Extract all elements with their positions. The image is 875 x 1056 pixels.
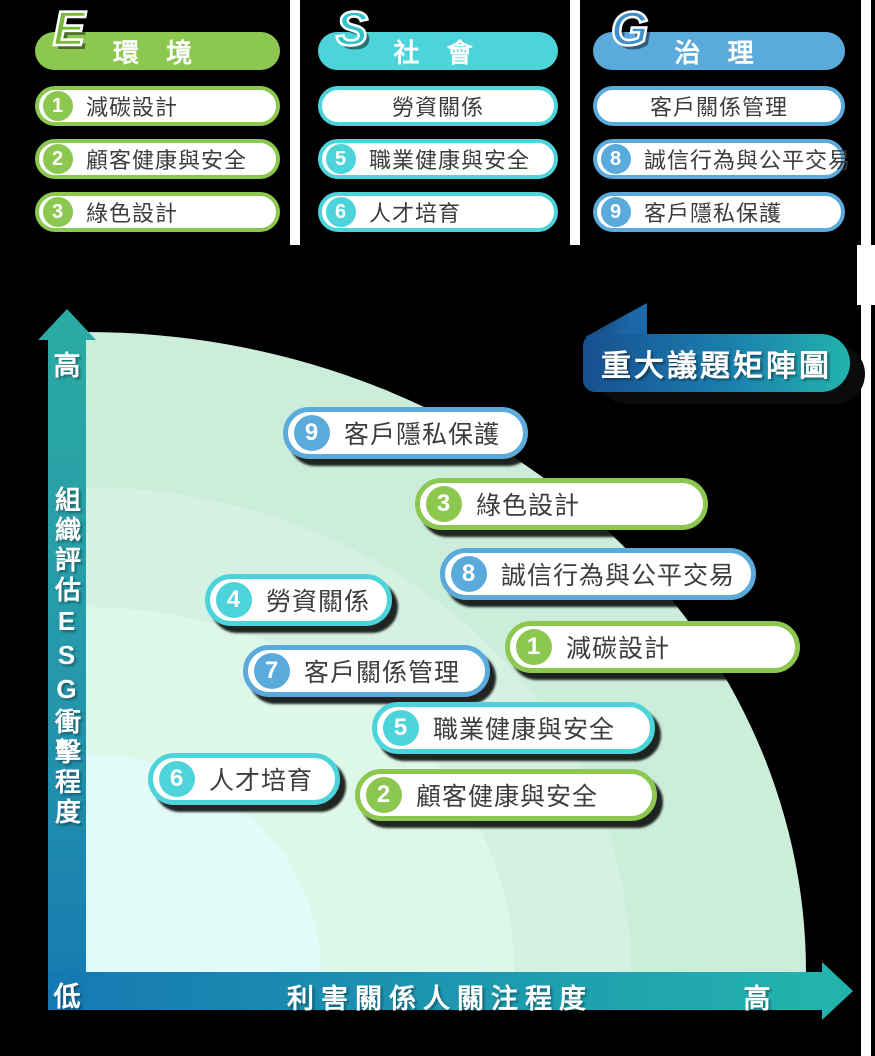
point-label: 減碳設計 <box>566 635 671 663</box>
point-number-badge: 2 <box>366 777 402 813</box>
matrix-point-9-customer-privacy: 9 客戶隱私保護 <box>283 407 528 459</box>
legend-item-label: 職業健康與安全 <box>369 148 531 173</box>
point-label: 人才培育 <box>209 767 314 795</box>
point-number-badge: 1 <box>516 629 552 665</box>
matrix-point-3-green-design: 3 綠色設計 <box>415 478 708 530</box>
matrix-title: 重大議題矩陣圖 <box>583 334 850 392</box>
legend-item-label: 顧客健康與安全 <box>86 148 248 173</box>
matrix-point-8-integrity-fair-trade: 8 誠信行為與公平交易 <box>440 548 756 600</box>
legend-header-social: 社 會 <box>318 32 558 70</box>
point-number-badge: 3 <box>426 486 462 522</box>
legend-header-social-title: 社 會 <box>393 37 483 68</box>
point-label: 誠信行為與公平交易 <box>501 562 736 590</box>
legend-item-customer-relationship: 客戶關係管理 <box>593 86 845 126</box>
legend-header-governance: 治 理 <box>593 32 845 70</box>
legend-item-2: 2 顧客健康與安全 <box>35 139 280 179</box>
legend-item-6: 6 人才培育 <box>318 192 558 232</box>
item-number-badge: 3 <box>43 197 73 227</box>
point-number-badge: 9 <box>294 415 330 451</box>
separator-strip <box>290 0 300 245</box>
point-number-badge: 6 <box>159 761 195 797</box>
legend-item-label: 綠色設計 <box>86 201 179 226</box>
x-axis-bar <box>48 972 822 1010</box>
item-number-badge: 8 <box>601 144 631 174</box>
y-axis-arrow-icon <box>38 309 96 340</box>
item-number-badge: 5 <box>326 144 356 174</box>
point-label: 顧客健康與安全 <box>416 783 599 811</box>
legend-item-8: 8 誠信行為與公平交易 <box>593 139 850 179</box>
y-axis-high-label: 高 <box>53 351 81 381</box>
point-number-badge: 8 <box>451 556 487 592</box>
matrix-point-1-carbon-reduction-design: 1 減碳設計 <box>505 621 800 673</box>
legend-header-environment: 環 境 <box>35 32 280 70</box>
x-axis-high-label: 高 <box>743 984 771 1014</box>
point-label: 綠色設計 <box>476 492 581 520</box>
item-number-badge: 9 <box>601 197 631 227</box>
point-number-badge: 4 <box>216 582 252 618</box>
matrix-point-7-customer-relationship: 7 客戶關係管理 <box>243 645 490 697</box>
legend-item-label: 減碳設計 <box>86 95 179 120</box>
point-label: 客戶關係管理 <box>304 659 461 687</box>
matrix-point-2-customer-health-safety: 2 顧客健康與安全 <box>355 769 657 821</box>
legend-header-environment-title: 環 境 <box>112 37 203 68</box>
point-number-badge: 5 <box>383 710 419 746</box>
legend-item-label: 勞資關係 <box>391 95 484 120</box>
separator-strip <box>861 0 871 1056</box>
legend-item-label: 客戶關係管理 <box>649 95 788 120</box>
point-label: 職業健康與安全 <box>433 716 616 744</box>
point-label: 客戶隱私保護 <box>344 421 501 449</box>
axis-low-label: 低 <box>53 982 81 1012</box>
legend-item-5: 5 職業健康與安全 <box>318 139 558 179</box>
item-number-badge: 6 <box>326 197 356 227</box>
legend-item-9: 9 客戶隱私保護 <box>593 192 845 232</box>
y-axis-title: 組織評估ESG衝擊程度 <box>51 486 82 828</box>
legend-item-3: 3 綠色設計 <box>35 192 280 232</box>
legend-item-label: 人才培育 <box>369 201 462 226</box>
letter-e-icon: E <box>52 3 87 56</box>
legend-item-labor-relations: 勞資關係 <box>318 86 558 126</box>
x-axis-title: 利害關係人關注程度 <box>287 984 593 1014</box>
letter-g-icon: G <box>610 3 650 56</box>
separator-strip <box>570 0 580 245</box>
legend-item-1: 1 減碳設計 <box>35 86 280 126</box>
matrix-title-text: 重大議題矩陣圖 <box>601 350 832 383</box>
legend-column-environment: E 環 境 1 減碳設計 2 顧客健康與安全 3 綠色設計 <box>35 3 280 240</box>
item-number-badge: 2 <box>43 144 73 174</box>
legend-item-label: 誠信行為與公平交易 <box>644 148 852 173</box>
y-axis-bar <box>48 338 86 1010</box>
matrix-point-6-talent-development: 6 人才培育 <box>148 753 340 805</box>
separator-strip <box>857 245 875 305</box>
legend-column-social: S 社 會 勞資關係 5 職業健康與安全 6 人才培育 <box>318 3 558 240</box>
matrix-point-5-occupational-health-safety: 5 職業健康與安全 <box>372 702 655 754</box>
x-axis-arrow-icon <box>822 962 853 1020</box>
legend-header-governance-title: 治 理 <box>674 37 764 68</box>
point-label: 勞資關係 <box>266 588 371 616</box>
letter-s-icon: S <box>335 3 370 56</box>
legend-item-label: 客戶隱私保護 <box>644 201 783 226</box>
point-number-badge: 7 <box>254 653 290 689</box>
legend-column-governance: G 治 理 客戶關係管理 8 誠信行為與公平交易 9 客戶隱私保護 <box>593 3 850 240</box>
item-number-badge: 1 <box>43 91 73 121</box>
matrix-point-4-labor-relations: 4 勞資關係 <box>205 574 392 626</box>
